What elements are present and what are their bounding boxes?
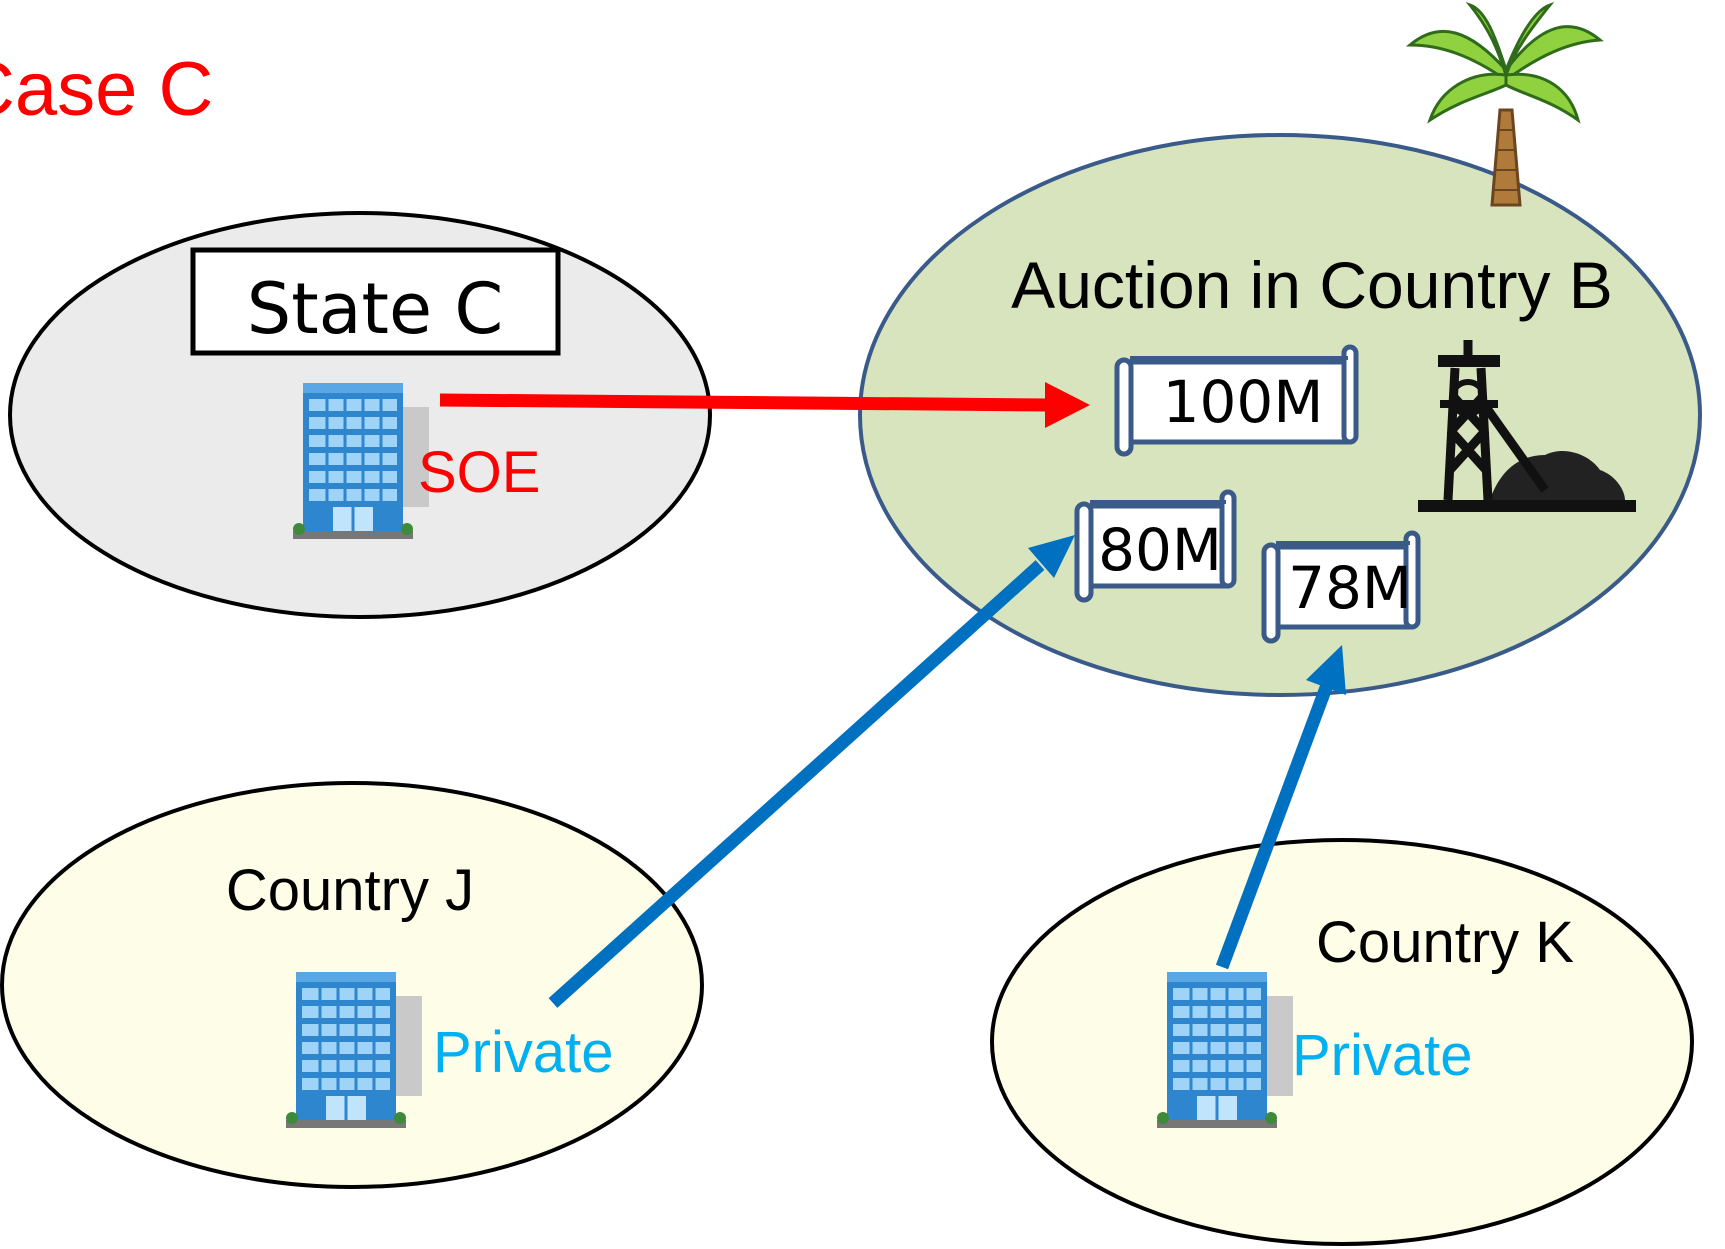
bid-scroll-100m <box>1114 344 1359 457</box>
palm-tree-icon <box>1405 1 1604 207</box>
country-k-bid-arrow <box>1215 645 1346 970</box>
page-title: Case C <box>0 47 213 132</box>
auction-label: Auction in Country B <box>1011 248 1613 322</box>
bid-scroll-78m <box>1261 530 1421 644</box>
country-j-bid-arrow <box>548 535 1075 1008</box>
state-c-label: State C <box>247 268 503 350</box>
mine-headframe-icon <box>1418 340 1636 512</box>
state-c-box <box>190 247 561 356</box>
country-j-private-label: Private <box>433 1020 614 1085</box>
country-k-private-label: Private <box>1292 1023 1473 1088</box>
bid-scroll-80m <box>1074 489 1237 603</box>
country-k-label: Country K <box>1316 910 1574 975</box>
soe-label: SOE <box>418 440 541 505</box>
bid-80m-label: 80M <box>1098 516 1222 584</box>
bid-78m-label: 78M <box>1288 554 1412 622</box>
country-j-label: Country J <box>226 858 474 923</box>
soe-bid-arrow <box>439 382 1090 428</box>
bid-100m-label: 100M <box>1163 368 1324 436</box>
country-k-region <box>990 838 1694 1246</box>
